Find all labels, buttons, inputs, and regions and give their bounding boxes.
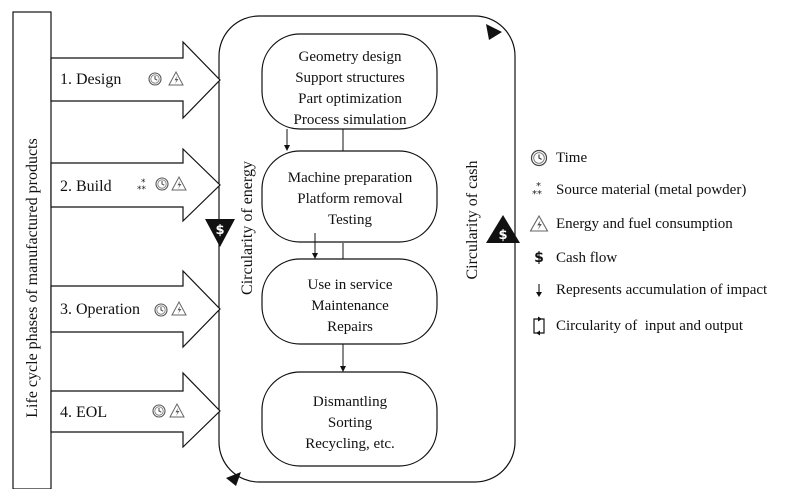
phase-label-design: 1. Design (60, 71, 121, 88)
material-icon: * ** (528, 179, 550, 201)
process-box-operation (261, 258, 438, 345)
box-line: Use in service (308, 277, 393, 293)
phase-arrow-operation (50, 269, 221, 349)
svg-text:$: $ (215, 223, 224, 238)
side-label: Life cycle phases of manufactured produc… (24, 138, 41, 417)
process-box-design (261, 33, 438, 130)
legend-label: Energy and fuel consumption (556, 215, 733, 232)
circularity-icon (528, 315, 550, 337)
time-icon (154, 303, 168, 317)
box-line: Machine preparation (288, 170, 413, 186)
legend-item-energy: Energy and fuel consumption (528, 212, 733, 236)
box-line: Geometry design (299, 49, 402, 65)
time-icon (528, 147, 550, 169)
process-box-build (261, 150, 438, 243)
time-icon (148, 72, 162, 86)
energy-icon (528, 213, 550, 235)
accumulation-arrow (340, 344, 346, 372)
legend-label: Cash flow (556, 249, 618, 266)
circulation-arrowhead-top (486, 24, 502, 40)
phase-arrow-design (50, 40, 221, 120)
circularity-container (218, 15, 516, 483)
side-bar (12, 11, 52, 489)
box-line: Repairs (327, 319, 373, 335)
phase-label-build: 2. Build (60, 178, 112, 195)
svg-text:*: * (536, 181, 541, 192)
time-icon (155, 177, 169, 191)
box-line: Dismantling (313, 394, 388, 410)
circulation-arrowhead-bottom (226, 472, 241, 486)
dollar-icon: $ (534, 250, 544, 266)
time-icon (152, 404, 166, 418)
svg-text:$: $ (498, 228, 507, 243)
legend-label: Circularity of input and output (556, 317, 744, 334)
legend-label: Represents accumulation of impact (556, 281, 768, 298)
legend-item-time: Time (528, 146, 587, 170)
box-line: Maintenance (311, 298, 389, 314)
circularity-cash-label: Circularity of cash (464, 160, 481, 279)
legend-item-circularity: Circularity of input and output (528, 314, 743, 338)
cash-flow-marker-left: $ (205, 219, 235, 247)
phase-arrow-eol (50, 371, 221, 449)
svg-text:**: ** (532, 189, 542, 199)
box-line: Process simulation (294, 112, 407, 128)
phase-label-eol: 4. EOL (60, 404, 107, 421)
box-line: Platform removal (297, 191, 402, 207)
down-arrow-icon (528, 279, 550, 301)
cash-flow-marker-right: $ (486, 215, 520, 243)
legend-label: Time (556, 149, 588, 166)
box-line: Part optimization (298, 91, 402, 107)
box-line: Support structures (295, 70, 405, 86)
circularity-energy-label: Circularity of energy (239, 161, 256, 295)
phase-arrow-build (50, 147, 221, 223)
phase-label-operation: 3. Operation (60, 301, 140, 318)
legend-item-accumulation: Represents accumulation of impact (528, 278, 767, 302)
box-line: Sorting (328, 415, 373, 431)
box-line: Recycling, etc. (305, 436, 395, 452)
accumulation-arrow (284, 129, 290, 151)
box-line: Testing (328, 212, 372, 228)
legend-label: Source material (metal powder) (556, 181, 747, 198)
legend-item-material: * ** Source material (metal powder) (528, 178, 746, 202)
legend-item-cash: $ Cash flow (528, 246, 617, 270)
accumulation-arrow (312, 233, 318, 259)
process-box-eol (261, 371, 438, 467)
